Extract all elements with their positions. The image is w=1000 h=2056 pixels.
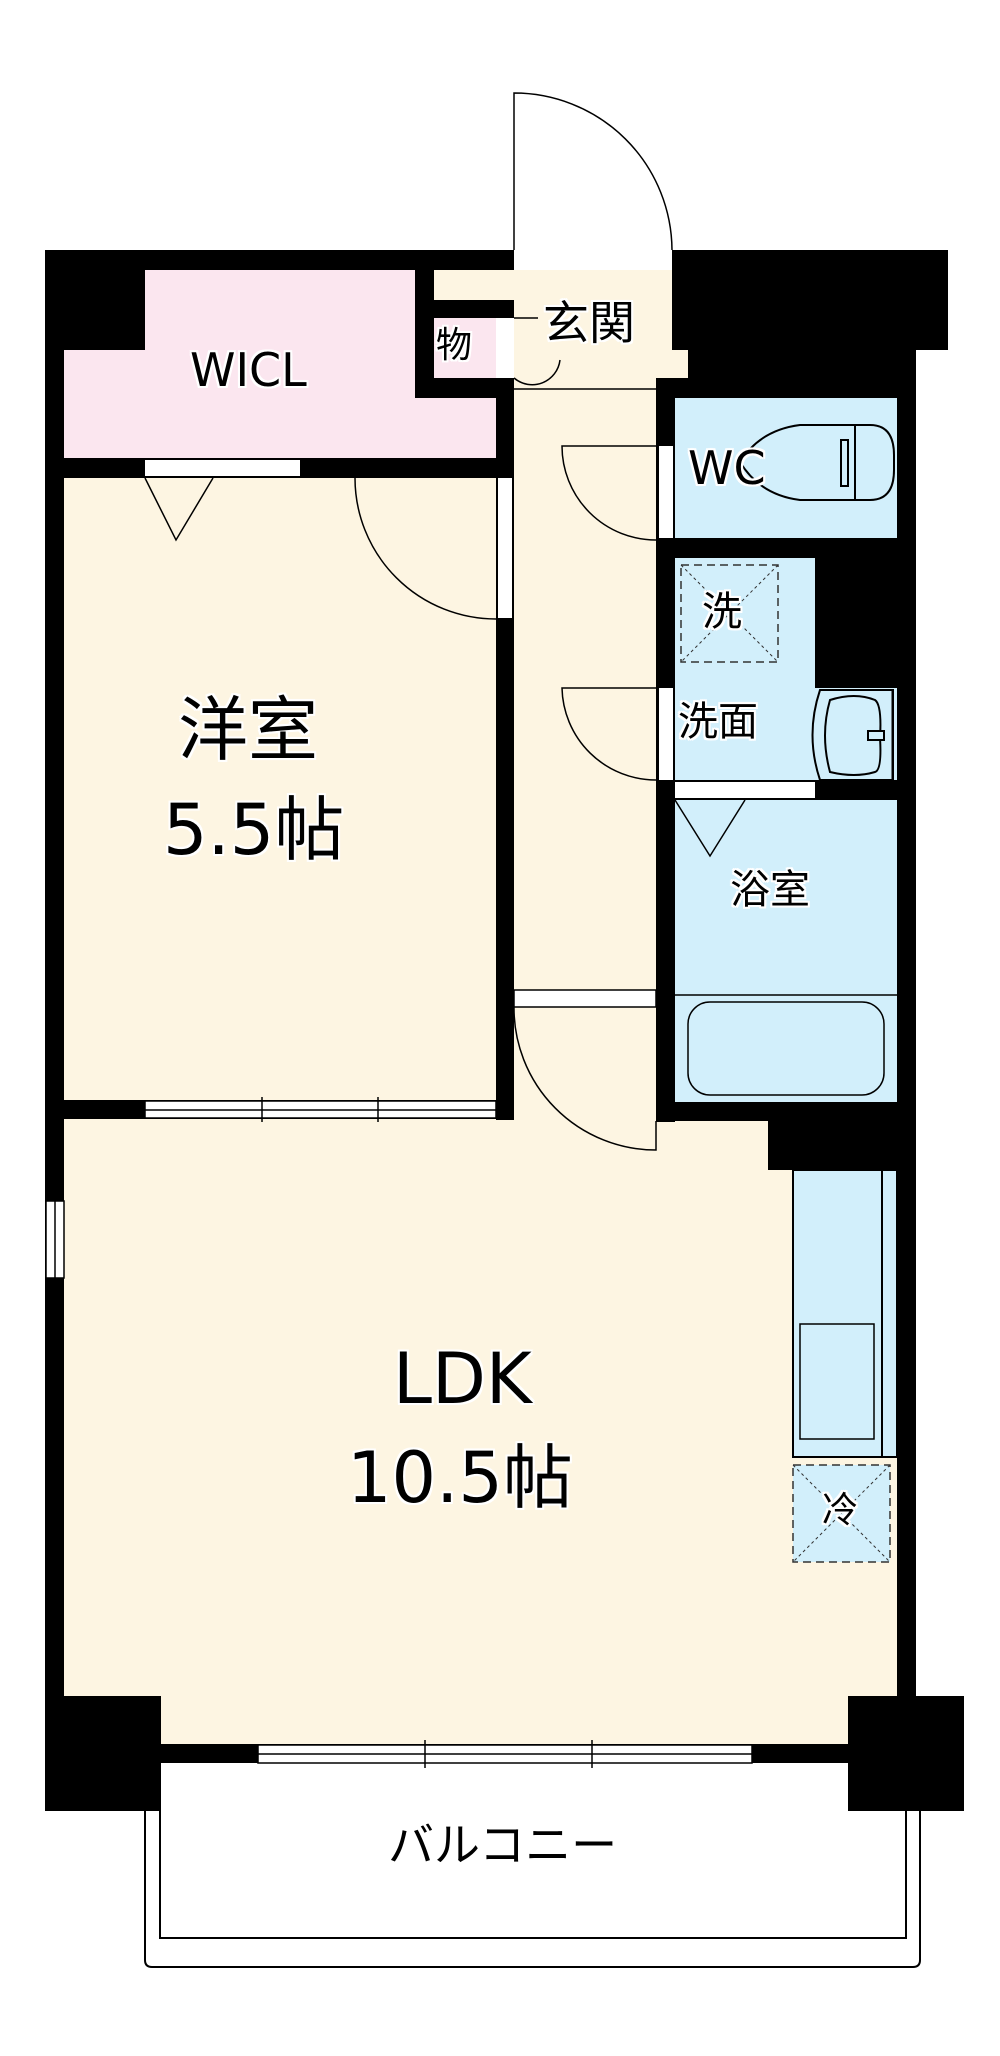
wc-door-panel [659, 446, 673, 538]
storage-door-swing [513, 317, 561, 386]
bath-door-frame [675, 782, 815, 798]
ldk-size: 10.5帖 [347, 1437, 573, 1519]
ldk-floor [64, 1100, 897, 1744]
western-room-size: 5.5帖 [163, 789, 345, 871]
bathtub-icon [687, 1001, 885, 1096]
washroom-label: 洗面 [678, 699, 758, 745]
genkan-hall-floor [434, 270, 688, 1100]
storage-label: 物 [436, 325, 473, 366]
bathroom-label: 浴室 [730, 867, 810, 913]
balcony-railing-outer [144, 1811, 921, 1968]
wic-door-frame [145, 460, 300, 476]
fridge-label: 冷 [822, 1490, 859, 1531]
wicl-floor [64, 270, 496, 458]
storage-floor [434, 318, 496, 378]
ldk-door-swing [513, 1006, 657, 1151]
western-room-label: 洋室 [178, 689, 318, 771]
kitchen-sink-icon [799, 1323, 875, 1440]
wc-label: WC [688, 441, 766, 495]
wc-door-swing [561, 445, 657, 541]
ldk-door-frame [513, 989, 657, 1008]
washer-label: 洗 [702, 589, 742, 635]
wic-door-triangle [144, 477, 214, 542]
bedroom-door-panel [498, 478, 512, 618]
bath-door-triangle [674, 799, 746, 858]
washroom-floor [675, 558, 815, 780]
western-room-floor [64, 478, 496, 1100]
washroom-door-swing [561, 687, 657, 781]
bedroom-door-swing [354, 477, 497, 620]
ldk-label: LDK [393, 1338, 532, 1420]
entry-door-swing[interactable] [513, 92, 673, 251]
entry-door-frame [514, 252, 672, 268]
storage-door-panel [496, 318, 510, 378]
washroom-door-panel [659, 688, 673, 780]
balcony-railing-inner [159, 1811, 907, 1939]
balcony-label: バルコニー [388, 1818, 618, 1872]
wicl-label: WICL [190, 343, 307, 397]
genkan-label: 玄関 [543, 296, 635, 350]
washer-space [680, 564, 779, 663]
